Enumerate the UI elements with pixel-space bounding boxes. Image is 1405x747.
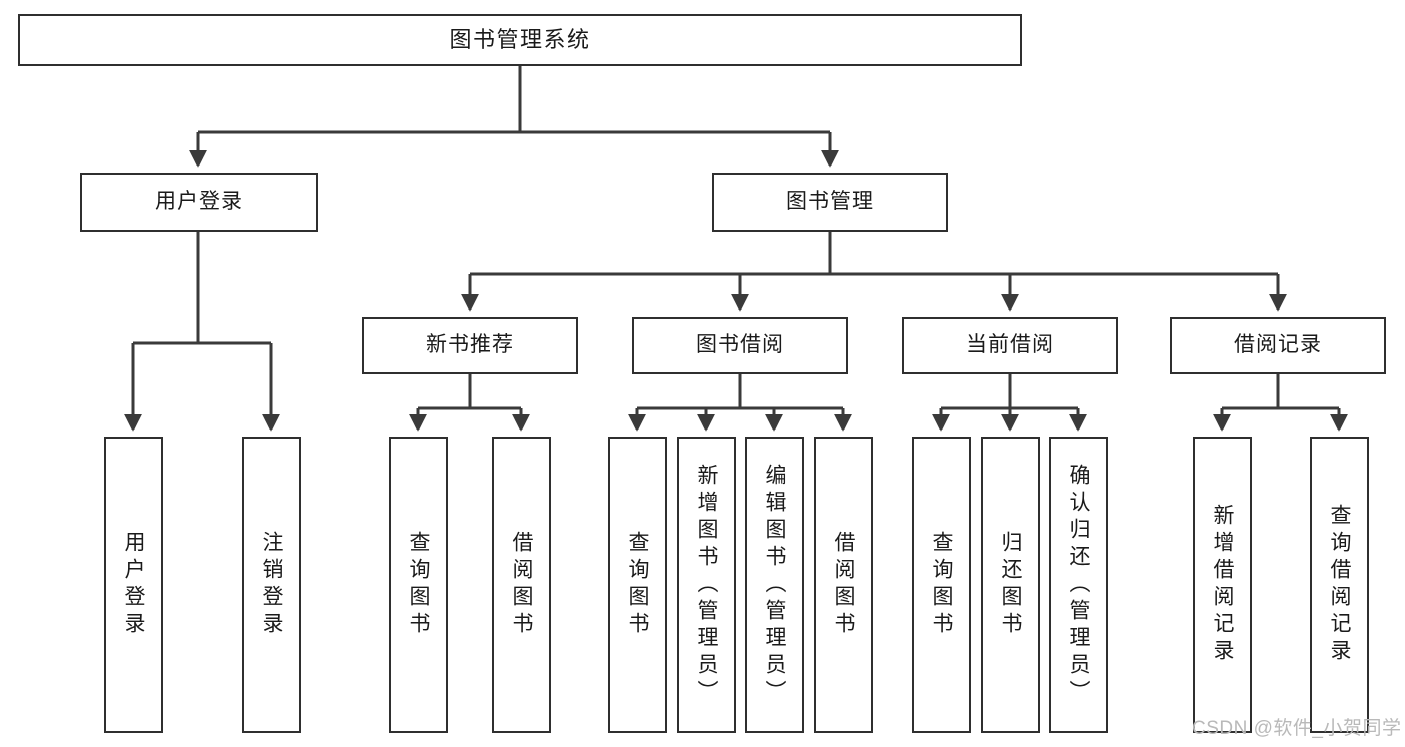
node-label: 当前借阅: [966, 333, 1054, 357]
leaf-add-borrow-record[interactable]: 新增借阅记录: [1193, 437, 1252, 733]
leaf-edit-book[interactable]: 编辑图书（管理员）: [745, 437, 804, 733]
node-label: 查询图书: [407, 531, 430, 639]
csdn-watermark: CSDN @软件_小贺同学: [1192, 718, 1402, 739]
node-book-management-system[interactable]: 图书管理系统: [18, 14, 1022, 66]
node-label: 借阅图书: [510, 531, 533, 639]
node-label: 图书管理系统: [449, 27, 591, 53]
node-book-management[interactable]: 图书管理: [712, 173, 948, 232]
node-label: 图书管理: [786, 190, 874, 214]
node-label: 用户登录: [155, 190, 243, 214]
node-current-borrow[interactable]: 当前借阅: [902, 317, 1118, 374]
leaf-borrow-book[interactable]: 借阅图书: [814, 437, 873, 733]
leaf-query-book-current[interactable]: 查询图书: [912, 437, 971, 733]
leaf-query-book-borrow[interactable]: 查询图书: [608, 437, 667, 733]
node-label: 图书借阅: [696, 333, 784, 357]
leaf-logout-login[interactable]: 注销登录: [242, 437, 301, 733]
node-new-book-recommend[interactable]: 新书推荐: [362, 317, 578, 374]
node-label: 借阅记录: [1234, 333, 1322, 357]
node-label: 查询图书: [930, 531, 953, 639]
node-label: 归还图书: [999, 531, 1022, 639]
node-label: 注销登录: [260, 531, 283, 639]
leaf-return-book[interactable]: 归还图书: [981, 437, 1040, 733]
node-label: 新书推荐: [426, 333, 514, 357]
leaf-user-login[interactable]: 用户登录: [104, 437, 163, 733]
leaf-confirm-return[interactable]: 确认归还（管理员）: [1049, 437, 1108, 733]
node-label: 确认归还（管理员）: [1067, 463, 1090, 707]
node-label: 查询图书: [626, 531, 649, 639]
node-label: 新增借阅记录: [1211, 504, 1234, 666]
node-borrow-record[interactable]: 借阅记录: [1170, 317, 1386, 374]
node-label: 编辑图书（管理员）: [763, 463, 786, 707]
leaf-add-book[interactable]: 新增图书（管理员）: [677, 437, 736, 733]
node-label: 查询借阅记录: [1328, 504, 1351, 666]
node-label: 用户登录: [122, 531, 145, 639]
leaf-query-borrow-record[interactable]: 查询借阅记录: [1310, 437, 1369, 733]
node-label: 新增图书（管理员）: [695, 463, 718, 707]
node-user-login[interactable]: 用户登录: [80, 173, 318, 232]
leaf-query-book-recommend[interactable]: 查询图书: [389, 437, 448, 733]
node-book-borrow[interactable]: 图书借阅: [632, 317, 848, 374]
leaf-borrow-book-recommend[interactable]: 借阅图书: [492, 437, 551, 733]
node-label: 借阅图书: [832, 531, 855, 639]
